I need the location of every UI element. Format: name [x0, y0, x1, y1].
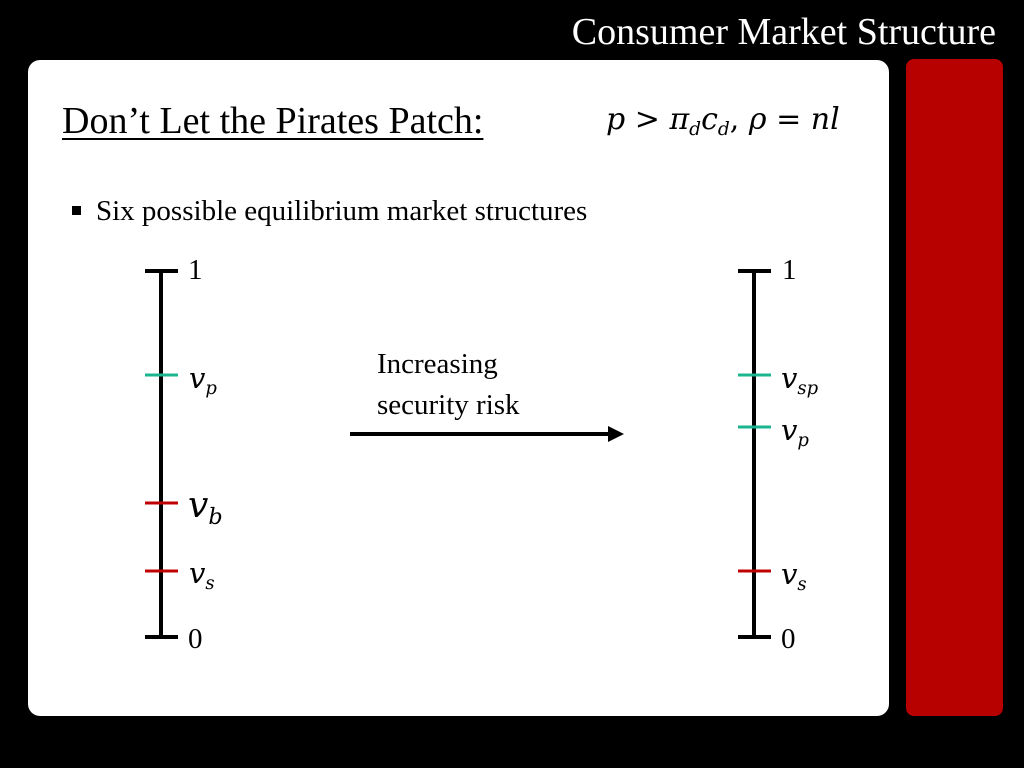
bullet-item: Six possible equilibrium market structur… [72, 193, 587, 229]
square-bullet-icon [72, 205, 81, 215]
arrow-label: Increasing security risk [377, 348, 520, 421]
pricing-condition-formula: p > πdcd, ρ = nl [606, 102, 840, 140]
left-label-vb: vb [188, 485, 223, 531]
content-card [28, 60, 889, 716]
slide-header-title: Consumer Market Structure [571, 11, 996, 53]
bullet-text: Six possible equilibrium market structur… [96, 195, 588, 227]
accent-side-band [906, 59, 1003, 716]
right-axis-top-label: 1 [782, 254, 797, 286]
arrow-head-icon [608, 426, 624, 442]
right-label-vsp: vsp [781, 361, 819, 399]
left-axis-top-label: 1 [188, 254, 203, 286]
left-label-vp: vp [189, 361, 217, 399]
left-label-vs: vs [189, 556, 215, 594]
slide-title: Don’t Let the Pirates Patch: [62, 100, 484, 142]
left-axis-bottom-label: 0 [188, 623, 203, 655]
right-label-vp: vp [781, 413, 809, 451]
right-label-vs: vs [781, 557, 807, 595]
right-axis-bottom-label: 0 [781, 623, 796, 655]
